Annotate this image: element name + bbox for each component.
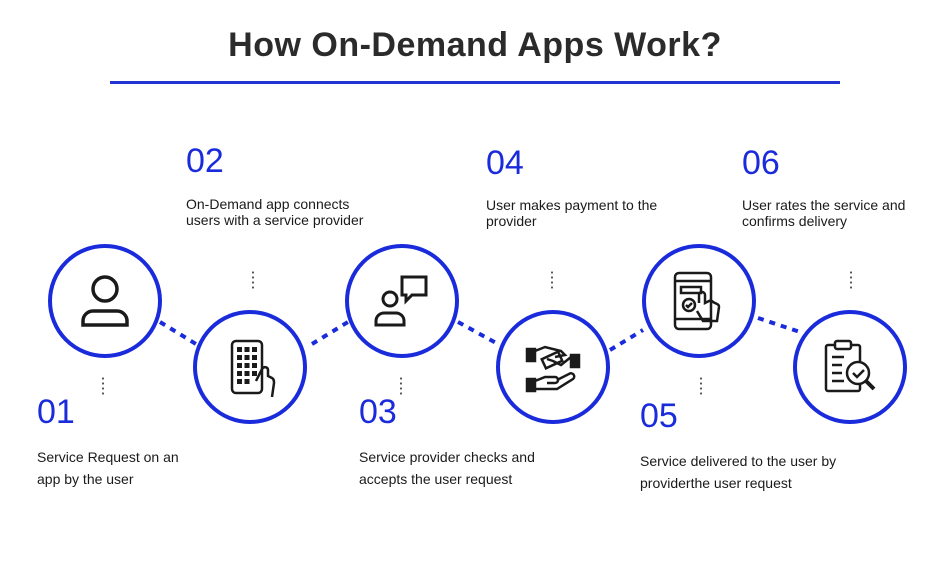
- clipboard-check-icon: [824, 339, 876, 393]
- step-05-dots: [700, 376, 702, 396]
- step-06-circle: [793, 310, 907, 424]
- step-05-circle: [642, 244, 756, 358]
- step-03-number: 03: [359, 393, 397, 431]
- step-01-dots: [102, 376, 104, 396]
- step-03-circle: [345, 244, 459, 358]
- user-chat-icon: [374, 275, 428, 327]
- step-02-number: 02: [186, 142, 224, 180]
- step-06-number: 06: [742, 144, 780, 182]
- step-03-text: Service provider checks and accepts the …: [359, 449, 535, 487]
- connector-2-3: [310, 320, 350, 346]
- step-01-text: Service Request on an app by the user: [37, 449, 179, 487]
- step-01-circle: [48, 244, 162, 358]
- step-03-dots: [400, 376, 402, 396]
- connector-1-2: [158, 320, 198, 346]
- step-02-text: On-Demand app connects users with a serv…: [186, 196, 364, 228]
- step-02-circle: [193, 310, 307, 424]
- step-05-text: Service delivered to the user by provide…: [640, 453, 837, 491]
- step-05-number: 05: [640, 397, 678, 435]
- connector-4-5: [608, 328, 645, 352]
- step-01-number: 01: [37, 393, 75, 431]
- title-underline: [110, 81, 840, 84]
- step-06-text: User rates the service and confirms deli…: [742, 197, 906, 229]
- step-04-dots: [551, 270, 553, 290]
- phone-touch-icon: [673, 271, 721, 331]
- page-title: How On-Demand Apps Work?: [228, 26, 722, 64]
- step-02-dots: [252, 270, 254, 290]
- payment-hands-icon: [525, 345, 581, 393]
- step-04-circle: [496, 310, 610, 424]
- step-04-text: User makes payment to the provider: [486, 197, 658, 229]
- step-04-number: 04: [486, 144, 524, 182]
- step-06-dots: [850, 270, 852, 290]
- user-icon: [81, 275, 129, 327]
- connector-5-6: [757, 316, 801, 334]
- phone-keypad-icon: [230, 339, 276, 398]
- connector-3-4: [457, 320, 499, 346]
